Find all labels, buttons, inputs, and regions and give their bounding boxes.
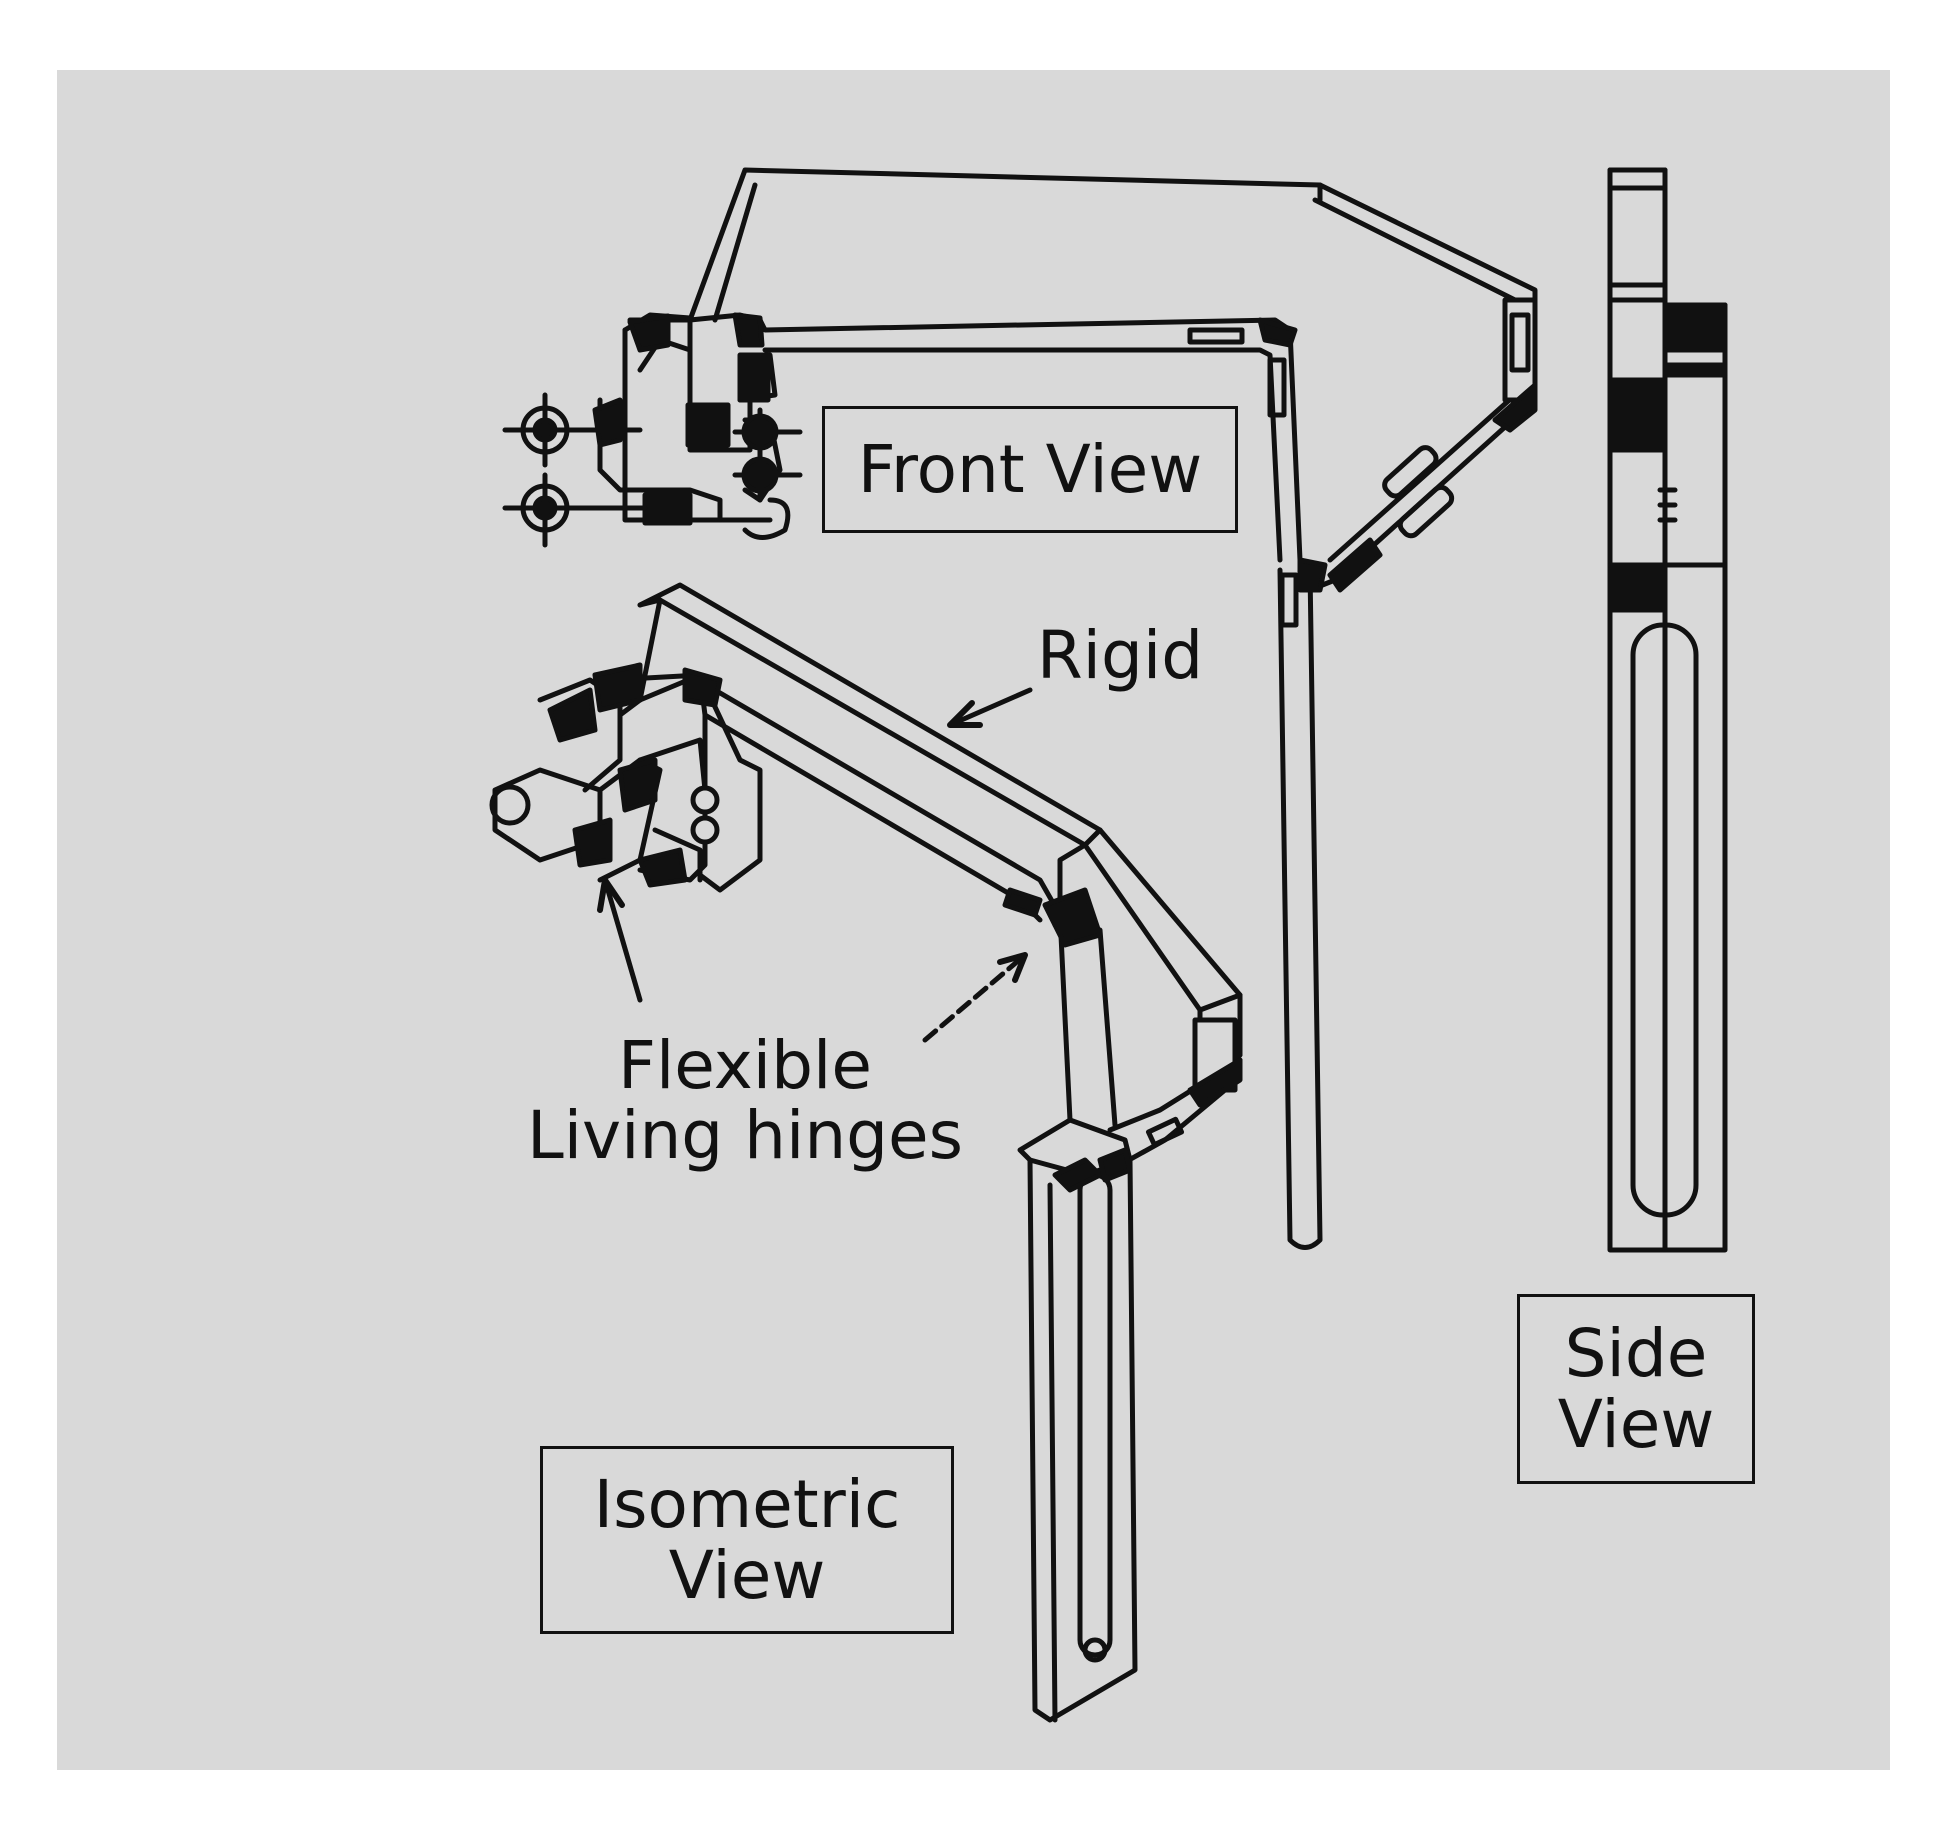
side-view-text-line1: Side [1564, 1314, 1708, 1392]
hinge-arrow-right [922, 952, 1028, 1043]
rigid-label: Rigid [1036, 617, 1204, 694]
isometric-view-label: Isometric View [540, 1446, 954, 1634]
isometric-view-drawing [489, 582, 1243, 1723]
diagram-panel [57, 70, 1890, 1770]
front-view-drawing [502, 167, 1538, 1250]
front-view-text: Front View [857, 430, 1203, 508]
isometric-view-text-line1: Isometric [593, 1465, 901, 1543]
flexible-label-line1: Flexible [618, 1027, 872, 1104]
side-view-text-line2: View [1557, 1386, 1715, 1463]
front-view-label: Front View [822, 406, 1238, 533]
rigid-arrow [947, 687, 1033, 728]
isometric-view-text-line2: View [668, 1537, 826, 1614]
side-view-drawing [1607, 167, 1728, 1253]
flexible-label-line2: Living hinges [526, 1097, 964, 1174]
leader-arrows [597, 687, 1033, 1043]
hinge-arrow-left [602, 877, 643, 1003]
side-view-label: Side View [1517, 1294, 1755, 1484]
